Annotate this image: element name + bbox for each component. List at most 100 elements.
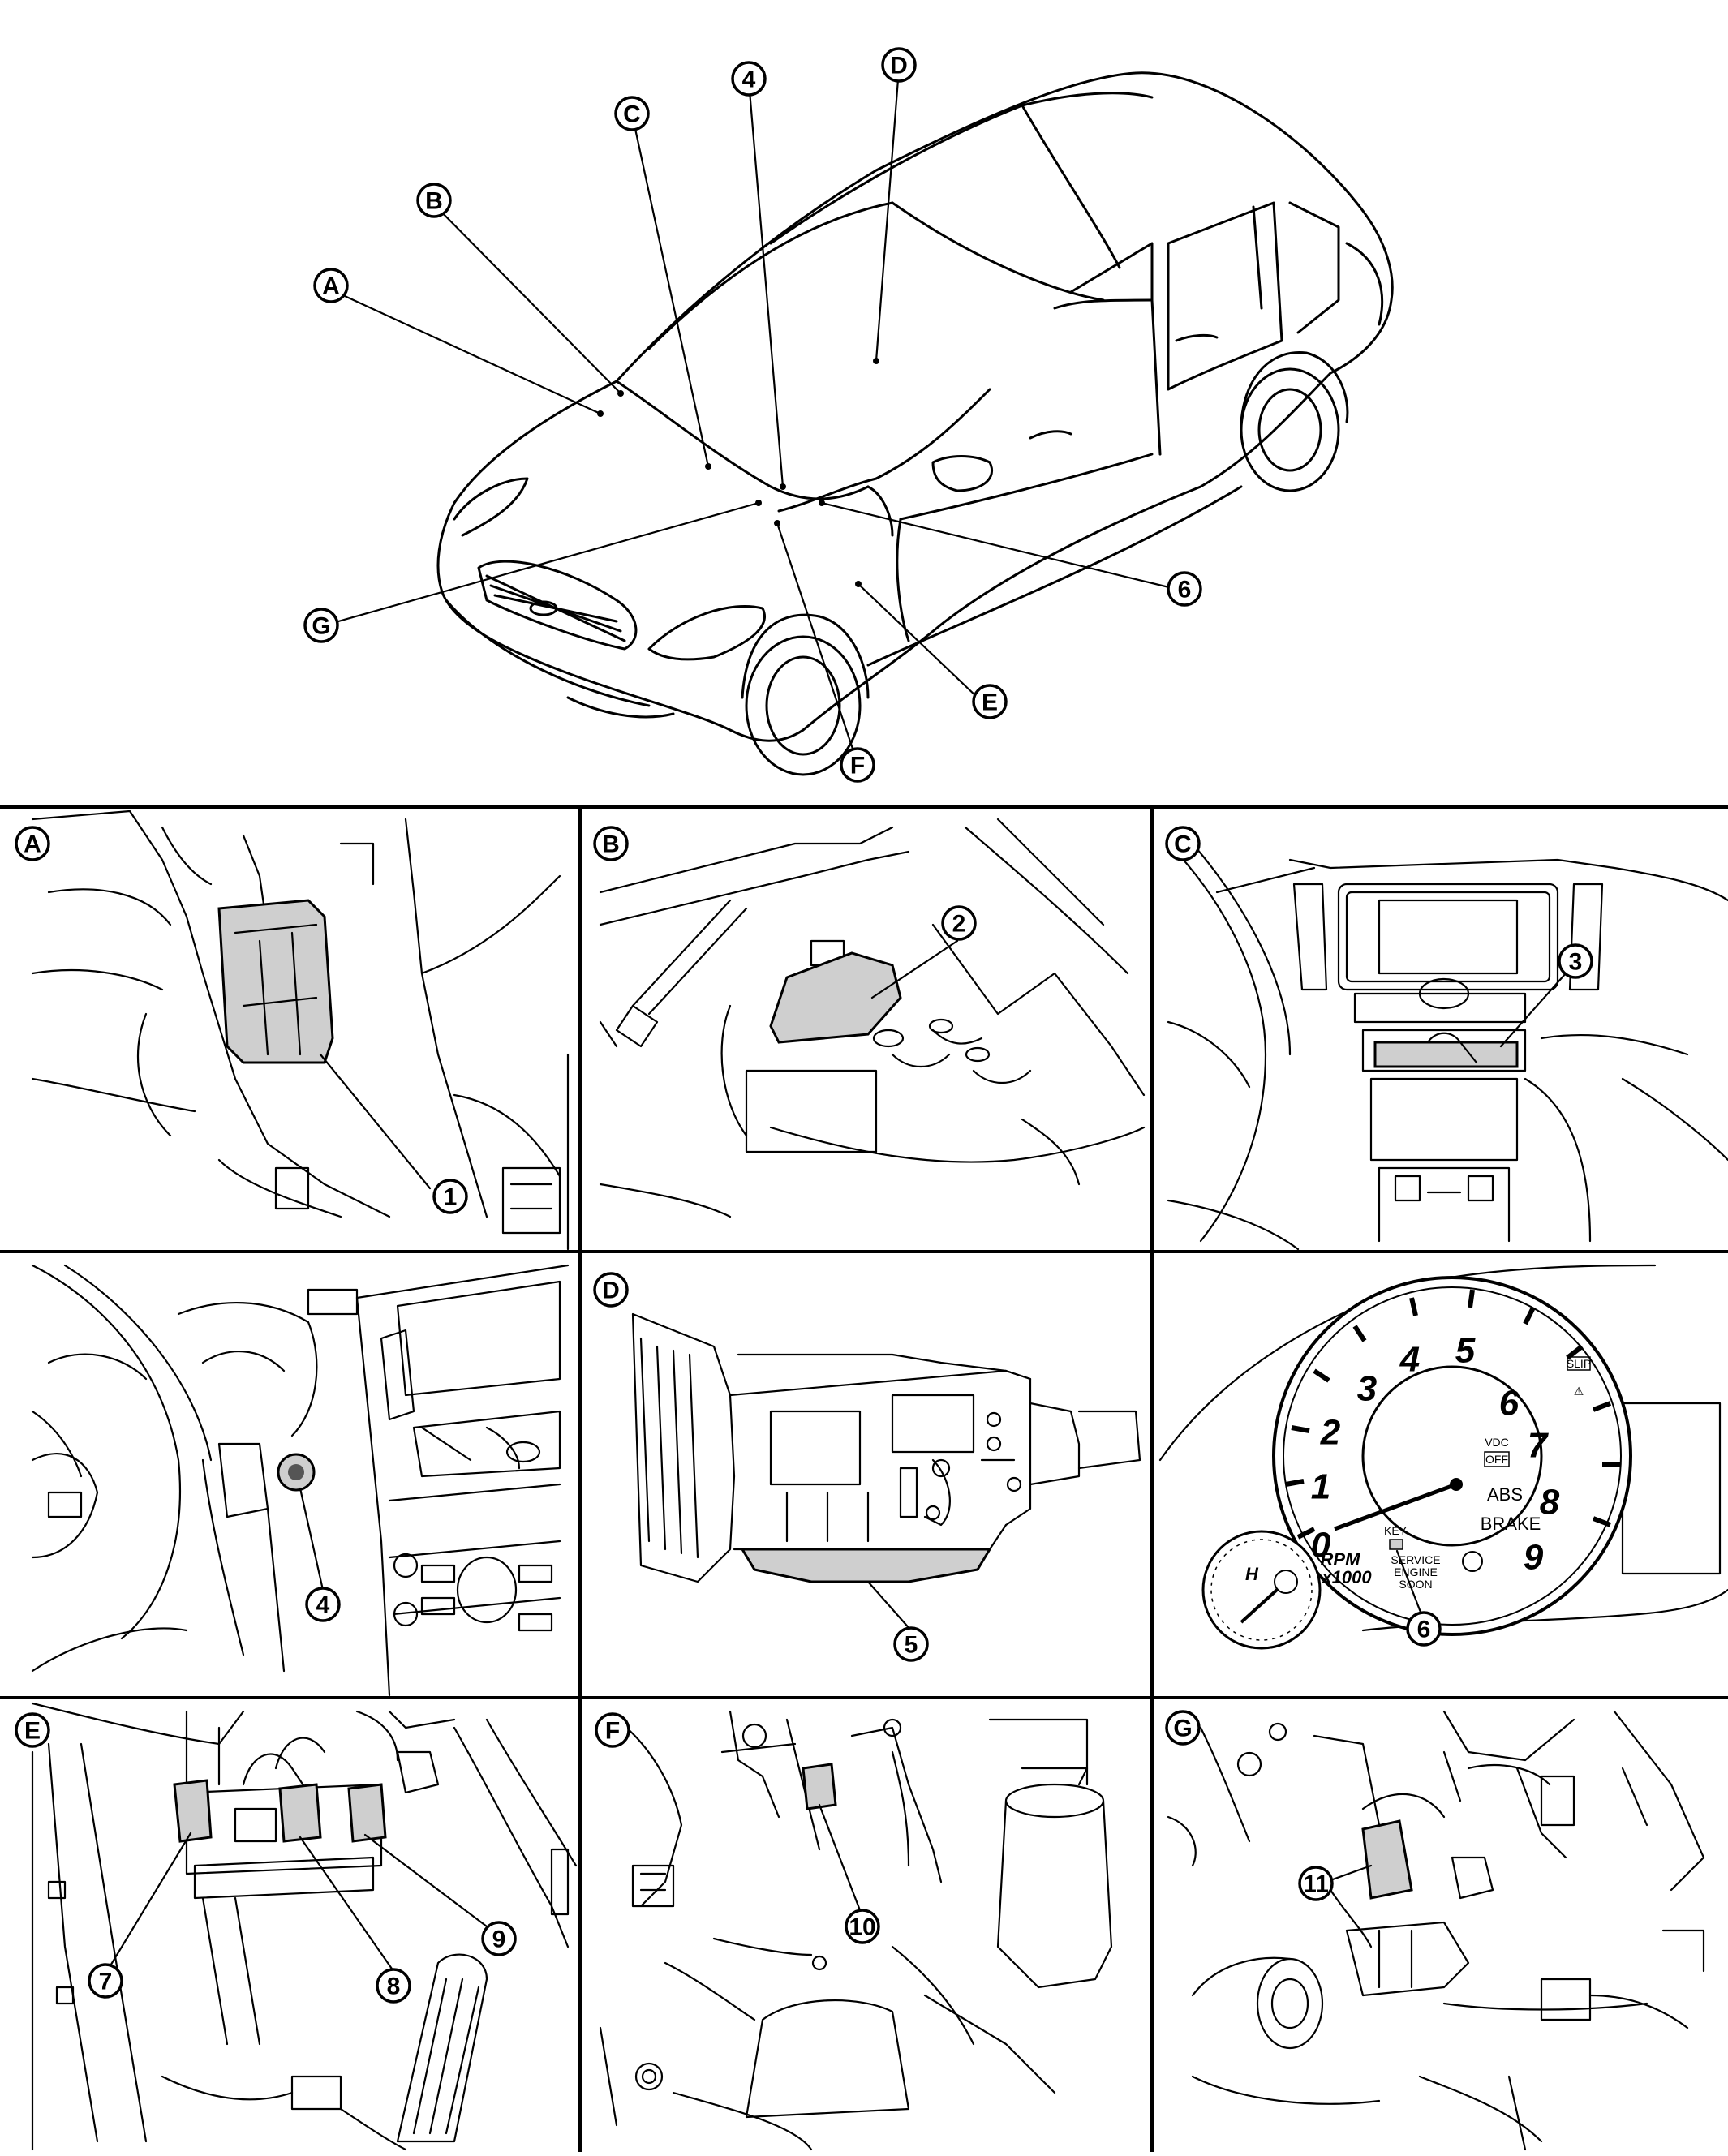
svg-text:11: 11	[1303, 1871, 1329, 1898]
svg-text:6: 6	[1178, 577, 1192, 603]
panel-A: A 1	[15, 810, 570, 1251]
svg-text:F: F	[850, 753, 865, 780]
panel-E: E 7 8 9	[15, 1702, 578, 2151]
svg-text:9: 9	[1524, 1538, 1544, 1578]
svg-text:9: 9	[492, 1926, 506, 1953]
panel-B-label: B	[593, 826, 629, 861]
part-6-callout: 6	[1406, 1611, 1442, 1647]
svg-text:10: 10	[849, 1914, 875, 1941]
service-line-1: SERVICE	[1391, 1553, 1440, 1566]
part-7-callout: 7	[88, 1963, 123, 1999]
svg-text:0: 0	[1311, 1526, 1331, 1565]
svg-text:D: D	[602, 1278, 620, 1304]
svg-text:4: 4	[1399, 1340, 1420, 1380]
panel-steering: 4	[31, 1264, 570, 1697]
svg-text:A: A	[24, 831, 41, 858]
part-9-callout: 9	[481, 1921, 517, 1956]
svg-text:A: A	[322, 273, 340, 300]
brake-indicator: BRAKE	[1481, 1514, 1541, 1534]
part-11-connector	[1361, 1819, 1413, 1900]
service-line-3: SOON	[1399, 1578, 1432, 1591]
temp-h-label: H	[1245, 1564, 1259, 1584]
panel-E-label: E	[15, 1712, 50, 1748]
panel-G: G 11	[1165, 1710, 1705, 2151]
panel-C: C 3	[1165, 826, 1728, 1251]
part-5-callout: 5	[893, 1626, 929, 1662]
vdc-off-indicator: OFF	[1485, 1453, 1508, 1466]
panel-C-label: C	[1165, 826, 1201, 861]
part-2-callout: 2	[941, 905, 977, 941]
part-6-key-warning	[1389, 1539, 1403, 1550]
svg-text:4: 4	[742, 67, 756, 93]
part-1-callout: 1	[432, 1179, 468, 1214]
svg-text:7: 7	[1528, 1426, 1550, 1466]
svg-text:B: B	[602, 831, 620, 858]
panel-B: B 2	[593, 818, 1146, 1218]
svg-text:3: 3	[1569, 949, 1583, 976]
panel-D-label: D	[593, 1272, 629, 1308]
callout-D: D	[881, 47, 917, 83]
part-3-callout: 3	[1558, 943, 1593, 979]
slip-indicator: SLIP	[1567, 1357, 1591, 1370]
part-8-callout: 8	[376, 1968, 411, 2004]
svg-text:2: 2	[952, 911, 966, 938]
rpm-label: RPM	[1321, 1549, 1361, 1570]
part-8-connector	[278, 1783, 322, 1843]
part-10-callout: 10	[845, 1909, 880, 1944]
svg-text:B: B	[425, 188, 443, 215]
panel-D: D 5	[593, 1272, 1141, 1662]
svg-text:C: C	[1174, 831, 1192, 858]
svg-text:8: 8	[1540, 1483, 1560, 1523]
tach-dial-numbers: 0 1 2 3 4 5 6 7 8 9	[1311, 1331, 1560, 1578]
part-11-callout: 11	[1298, 1866, 1334, 1901]
svg-text:8: 8	[387, 1973, 401, 2000]
svg-text:D: D	[890, 53, 908, 79]
callout-E: E	[972, 684, 1008, 719]
svg-text:1: 1	[444, 1184, 458, 1211]
svg-text:3: 3	[1357, 1369, 1377, 1409]
svg-text:5: 5	[905, 1632, 918, 1659]
callout-F: F	[840, 747, 875, 783]
part-3-shape	[1373, 1041, 1519, 1068]
svg-text:E: E	[982, 689, 998, 716]
part-7-connector	[173, 1779, 213, 1843]
part-5-oilpan	[740, 1548, 992, 1583]
panel-A-label: A	[15, 826, 50, 861]
vdc-indicator: VDC	[1485, 1436, 1509, 1449]
panel-grid	[0, 805, 1728, 2152]
key-indicator: KEY	[1384, 1524, 1408, 1537]
svg-text:5: 5	[1455, 1331, 1476, 1371]
panel-F-label: F	[595, 1712, 630, 1748]
abs-indicator: ABS	[1487, 1484, 1523, 1505]
svg-text:G: G	[312, 613, 330, 640]
svg-text:G: G	[1173, 1716, 1192, 1742]
part-1-module-shape	[217, 899, 334, 1064]
svg-text:7: 7	[99, 1969, 113, 1995]
svg-text:6: 6	[1417, 1617, 1431, 1643]
car-overview: A B C 4 D G 6 E	[303, 47, 1394, 783]
panel-meter: 0 1 2 3 4 5 6 7 8 9 RPM x1000 ABS BRAKE …	[1158, 1264, 1728, 1650]
service-line-2: ENGINE	[1394, 1565, 1438, 1578]
svg-text:F: F	[605, 1718, 620, 1745]
callout-C: C	[614, 96, 650, 131]
part-10-sensor	[802, 1763, 837, 1810]
tpms-icon	[1462, 1551, 1483, 1572]
part-4-callout: 4	[305, 1587, 341, 1622]
callout-G: G	[303, 608, 339, 643]
callout-B: B	[416, 183, 452, 218]
part-9-connector	[347, 1783, 387, 1843]
svg-text:1: 1	[1311, 1467, 1330, 1507]
rpm-unit: x1000	[1321, 1567, 1372, 1587]
callout-4-overview: 4	[731, 61, 767, 97]
callout-6-overview: 6	[1167, 571, 1202, 607]
part-2-shape	[769, 951, 902, 1044]
callout-A: A	[313, 268, 349, 303]
svg-text:4: 4	[316, 1592, 330, 1619]
svg-text:6: 6	[1499, 1384, 1520, 1424]
panel-G-label: G	[1165, 1710, 1201, 1746]
svg-text:E: E	[24, 1718, 41, 1745]
panel-F: F 10	[595, 1710, 1113, 2151]
svg-text:2: 2	[1320, 1413, 1341, 1453]
misc-indicator-icon: ⚠	[1574, 1385, 1584, 1398]
